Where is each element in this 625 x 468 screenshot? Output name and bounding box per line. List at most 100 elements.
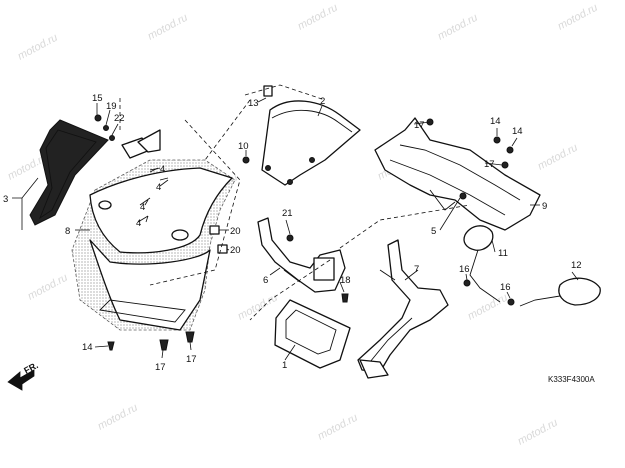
mount-guide (249, 259, 331, 321)
callout-10: 10 (238, 141, 249, 152)
callout-18: 18 (340, 275, 351, 286)
screw-17 (159, 339, 169, 351)
stay-rib (283, 269, 301, 283)
leader-lines (12, 97, 579, 361)
callout-12: 12 (571, 260, 582, 271)
mirror-11 (463, 225, 494, 251)
callout-17: 17 (414, 120, 425, 131)
watermark: motod.ru (296, 2, 340, 33)
group-frame (149, 119, 241, 286)
callout-14: 14 (82, 342, 93, 353)
watermark: motod.ru (536, 142, 580, 173)
cowl-bracket (137, 129, 161, 153)
callout-4: 4 (160, 164, 165, 175)
grommet (98, 200, 112, 210)
screen-screw (265, 165, 271, 171)
cowl-stripe (29, 119, 109, 226)
washer-19 (103, 125, 109, 131)
front-cowl-assembly (29, 114, 236, 351)
callout-labels: 3 8 15 19 22 13 2 4 4 4 4 10 17 14 14 17… (3, 93, 582, 373)
windscreen (261, 85, 361, 186)
callout-4: 4 (136, 218, 141, 229)
grommet (171, 229, 189, 241)
bracket-plate (274, 299, 351, 369)
windscreen-edge (271, 109, 353, 133)
mirrors (463, 225, 601, 307)
callout-2: 2 (320, 96, 325, 107)
callout-17: 17 (186, 354, 197, 365)
bolt-18 (341, 293, 349, 303)
watermark: motod.ru (96, 402, 140, 433)
callout-16: 16 (500, 282, 511, 293)
mirror-12 (558, 277, 601, 306)
clip-20 (217, 244, 228, 254)
direction-label: FR. (22, 360, 39, 376)
mount-guide (244, 84, 326, 101)
callout-1: 1 (282, 360, 287, 371)
screw (459, 192, 467, 200)
headlight-slot (99, 299, 186, 323)
cowl-stripe-inner (39, 129, 97, 220)
callout-5: 5 (431, 226, 436, 237)
inner-panel (374, 117, 541, 231)
diagram-code: K333F4300A (548, 375, 595, 384)
watermark: motod.ru (516, 417, 560, 448)
callout-4: 4 (140, 202, 145, 213)
callout-8: 8 (65, 226, 70, 237)
screw-17 (501, 161, 509, 169)
upper-cowl (89, 167, 233, 254)
watermark: motod.ru (146, 12, 190, 43)
stay-block (313, 257, 335, 281)
screw-14 (506, 146, 514, 154)
plate-1 (274, 299, 351, 369)
stay-7 (357, 239, 449, 373)
watermark: motod.ru (556, 2, 600, 33)
watermark: motod.ru (466, 292, 510, 323)
callout-7: 7 (414, 264, 419, 275)
callout-14: 14 (512, 126, 523, 137)
callout-13: 13 (248, 98, 259, 109)
front-direction-indicator: FR. (7, 360, 40, 391)
callout-20: 20 (230, 245, 241, 256)
callout-17: 17 (155, 362, 166, 373)
callout-11: 11 (498, 248, 508, 259)
screen-screw (309, 157, 315, 163)
mount-guide (204, 99, 251, 161)
inner-cover (374, 117, 541, 231)
callout-3: 3 (3, 194, 8, 205)
mirror-12-stem (519, 295, 561, 307)
callout-19: 19 (106, 101, 117, 112)
bolt-21 (286, 234, 294, 242)
inner-cover-rib (399, 144, 521, 201)
mirror-11-stem (469, 249, 501, 303)
nut-16 (463, 279, 471, 287)
watermark: motod.ru (436, 12, 480, 43)
callout-17: 17 (484, 159, 495, 170)
stay-7-rib (379, 269, 396, 281)
nut-22 (109, 135, 115, 141)
callout-21: 21 (282, 208, 293, 219)
screw-14 (493, 136, 501, 144)
mount-guide (339, 204, 471, 249)
watermark: motod.ru (236, 292, 280, 323)
callout-14: 14 (490, 116, 501, 127)
callout-16: 16 (459, 264, 470, 275)
cowl-stay (242, 156, 349, 303)
screw-15 (94, 114, 102, 122)
stay-bracket (257, 217, 346, 293)
screen-screw (287, 179, 293, 185)
clip-20 (209, 225, 220, 235)
watermark: motod.ru (316, 412, 360, 443)
stay-7-rib (369, 317, 413, 363)
arrow-left-icon (7, 369, 35, 391)
watermark: motod.ru (16, 32, 60, 63)
screw-17 (185, 331, 195, 343)
meter-stay (357, 239, 449, 379)
stay-7-foot (359, 359, 389, 379)
pins-4 (137, 167, 169, 223)
windscreen-panel (261, 100, 361, 186)
screw-14 (107, 341, 115, 351)
callout-6: 6 (263, 275, 268, 286)
callout-20: 20 (230, 226, 241, 237)
